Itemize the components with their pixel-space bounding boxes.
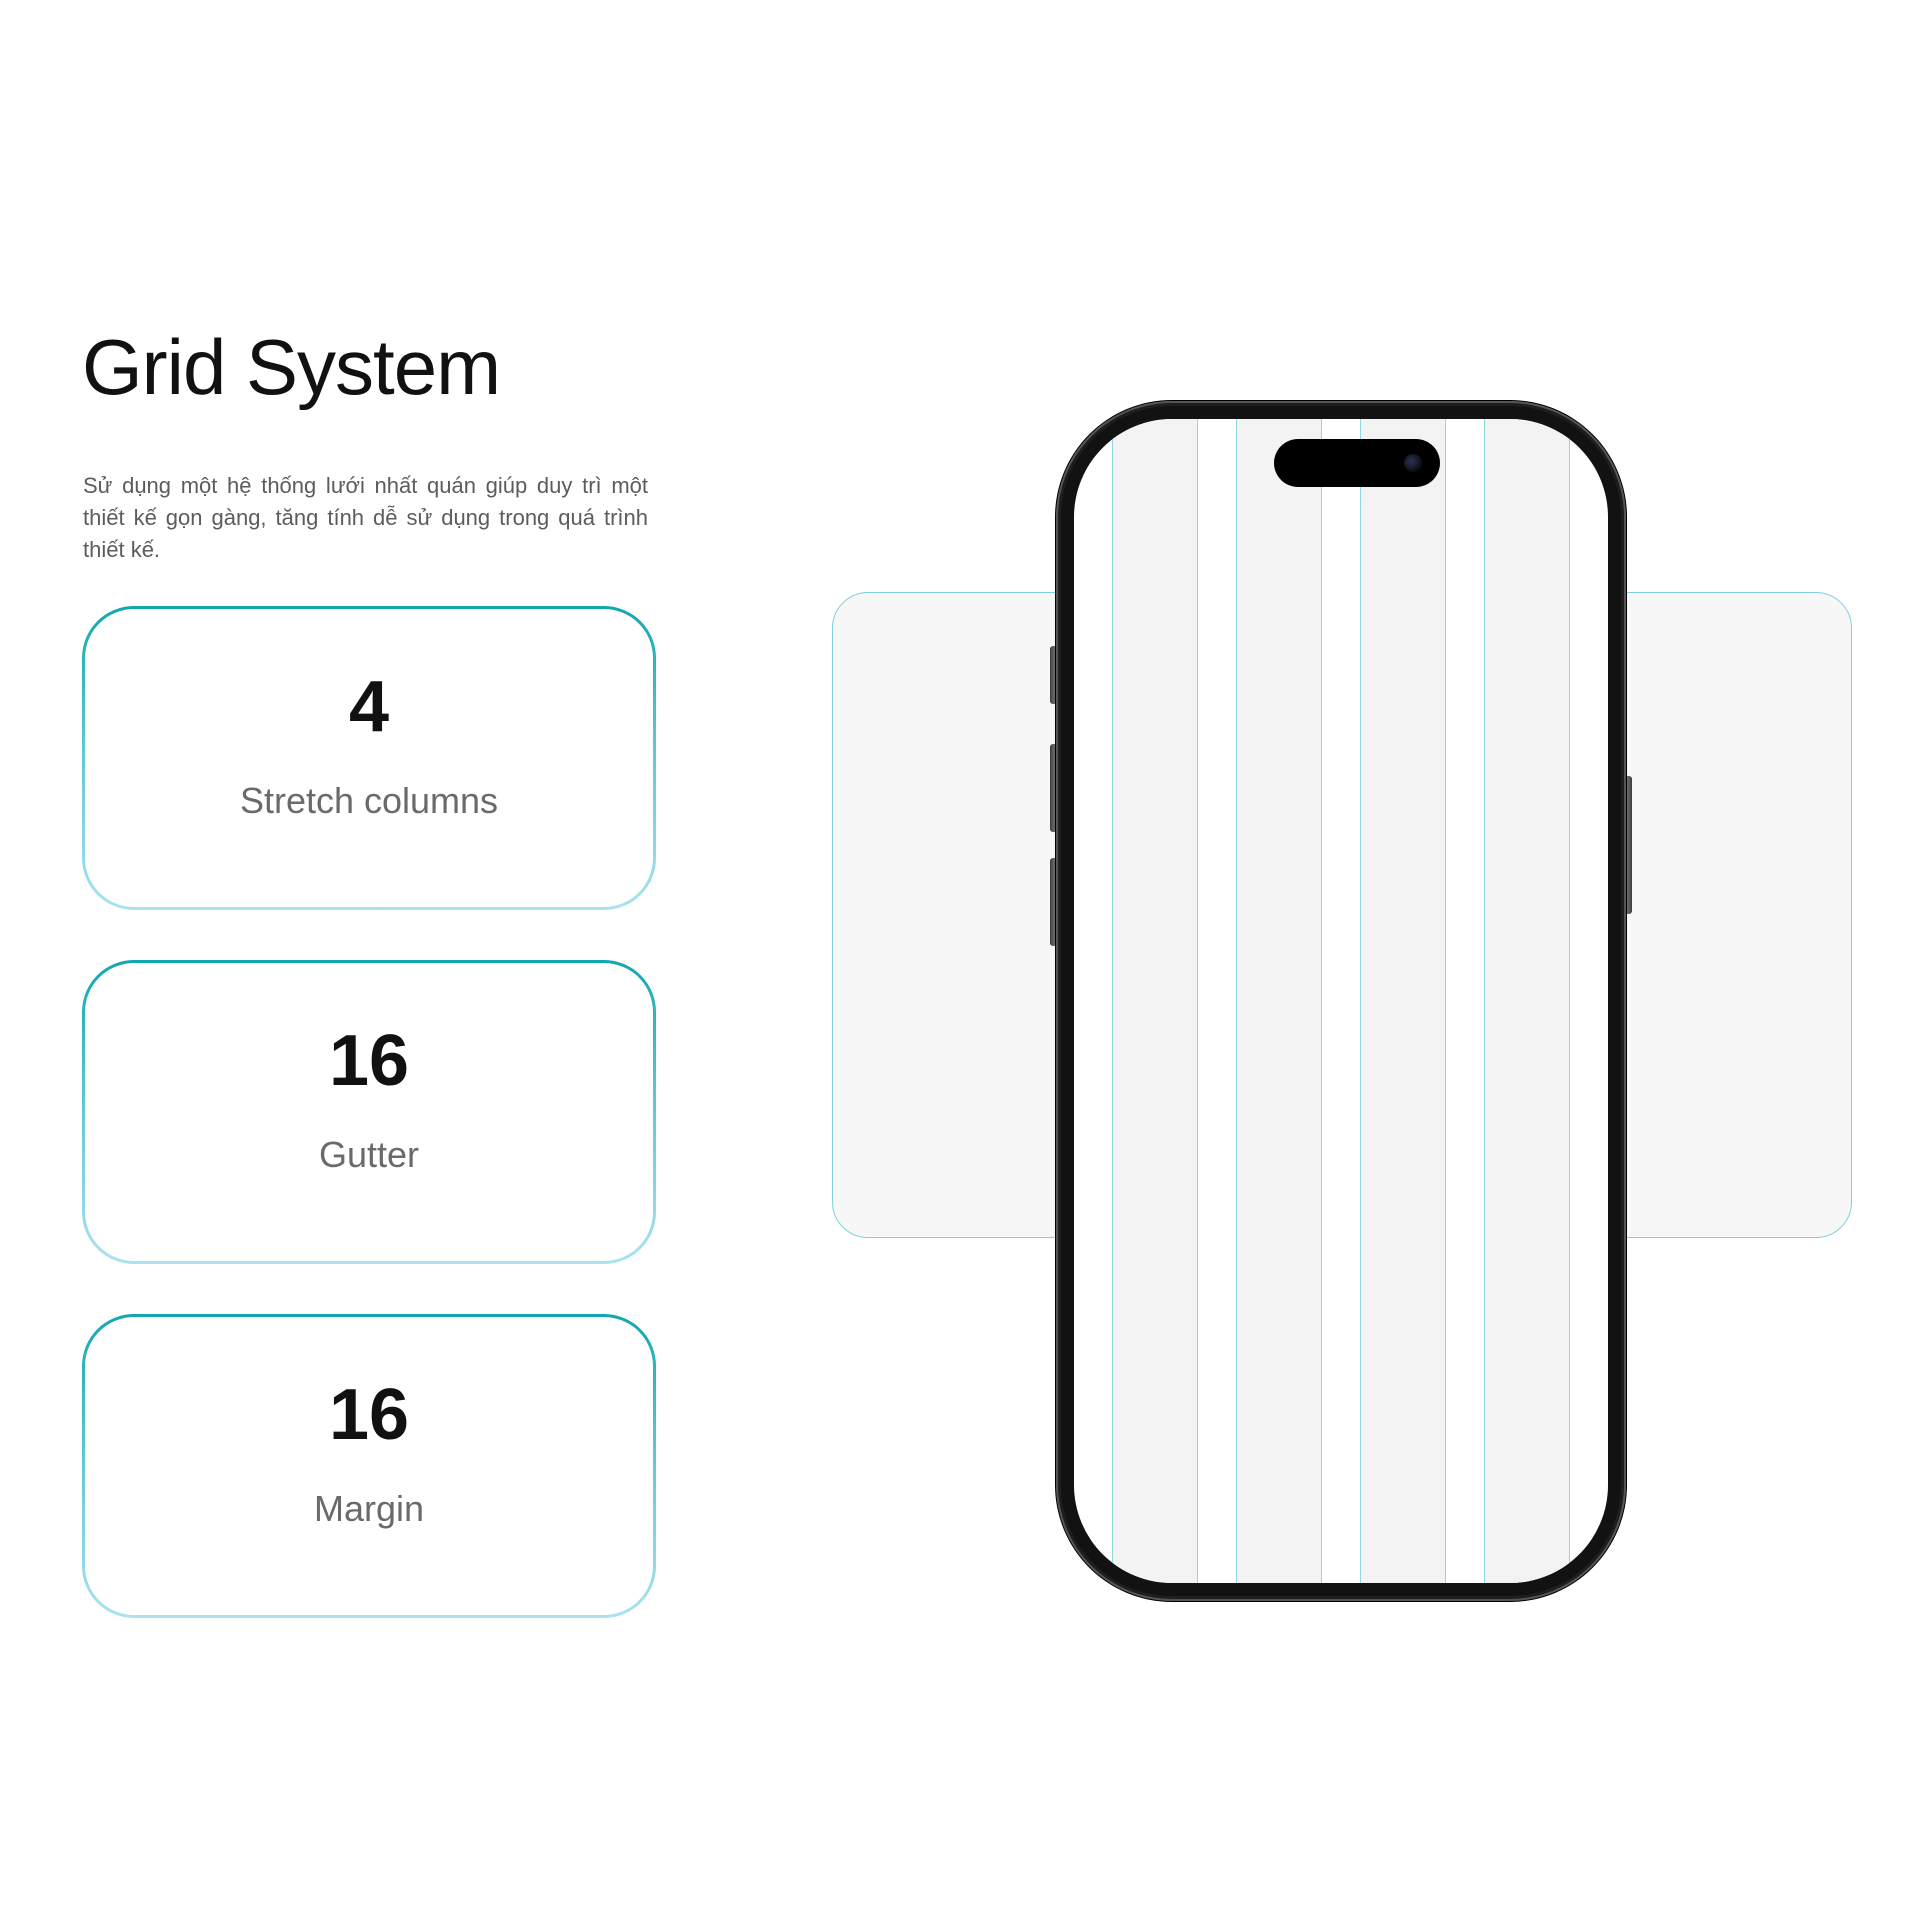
phone-action-button <box>1050 646 1058 704</box>
card-value: 4 <box>348 667 390 747</box>
page-description: Sử dụng một hệ thống lưới nhất quán giúp… <box>83 473 648 562</box>
card-margin: 16 Margin <box>82 1314 656 1618</box>
card-gutter: 16 Gutter <box>82 960 656 1264</box>
card-value: 16 <box>328 1021 410 1101</box>
grid-column <box>1235 419 1323 1583</box>
page-title: Grid System <box>82 323 501 411</box>
phone-mockup <box>1056 401 1626 1601</box>
phone-side-button <box>1624 776 1632 914</box>
card-value: 16 <box>328 1375 410 1455</box>
phone-volume-up-button <box>1050 744 1058 832</box>
grid-column <box>1111 419 1199 1583</box>
card-label: Gutter <box>318 1134 420 1175</box>
dynamic-island <box>1274 439 1440 487</box>
grid-column <box>1483 419 1571 1583</box>
phone-screen <box>1074 419 1608 1583</box>
grid-column <box>1359 419 1447 1583</box>
camera-icon <box>1404 454 1422 472</box>
card-stretch-columns: 4 Stretch columns <box>82 606 656 910</box>
phone-volume-down-button <box>1050 858 1058 946</box>
card-label: Stretch columns <box>239 780 499 821</box>
card-label: Margin <box>313 1488 425 1529</box>
